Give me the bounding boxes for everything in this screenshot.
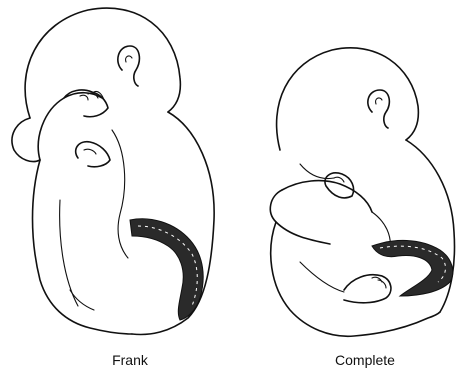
- complete-umbilical-cord: [372, 240, 453, 296]
- frank-ear: [118, 46, 140, 86]
- frank-hand: [76, 142, 110, 167]
- frank-chest: [112, 130, 128, 258]
- complete-hand: [325, 173, 354, 198]
- frank-buttock: [33, 160, 133, 334]
- complete-face: [300, 164, 334, 178]
- complete-arm: [282, 181, 372, 212]
- complete-breech-fetus: [270, 48, 454, 336]
- frank-breech-fetus: [12, 8, 214, 334]
- complete-ear: [368, 90, 390, 128]
- complete-head: [277, 48, 419, 150]
- frank-back-arm: [12, 118, 40, 162]
- frank-caption: Frank: [95, 352, 165, 368]
- complete-caption: Complete: [325, 352, 405, 368]
- complete-foot: [344, 275, 391, 303]
- frank-head: [25, 8, 180, 118]
- frank-umbilical-cord: [130, 219, 203, 320]
- complete-knee: [270, 190, 330, 244]
